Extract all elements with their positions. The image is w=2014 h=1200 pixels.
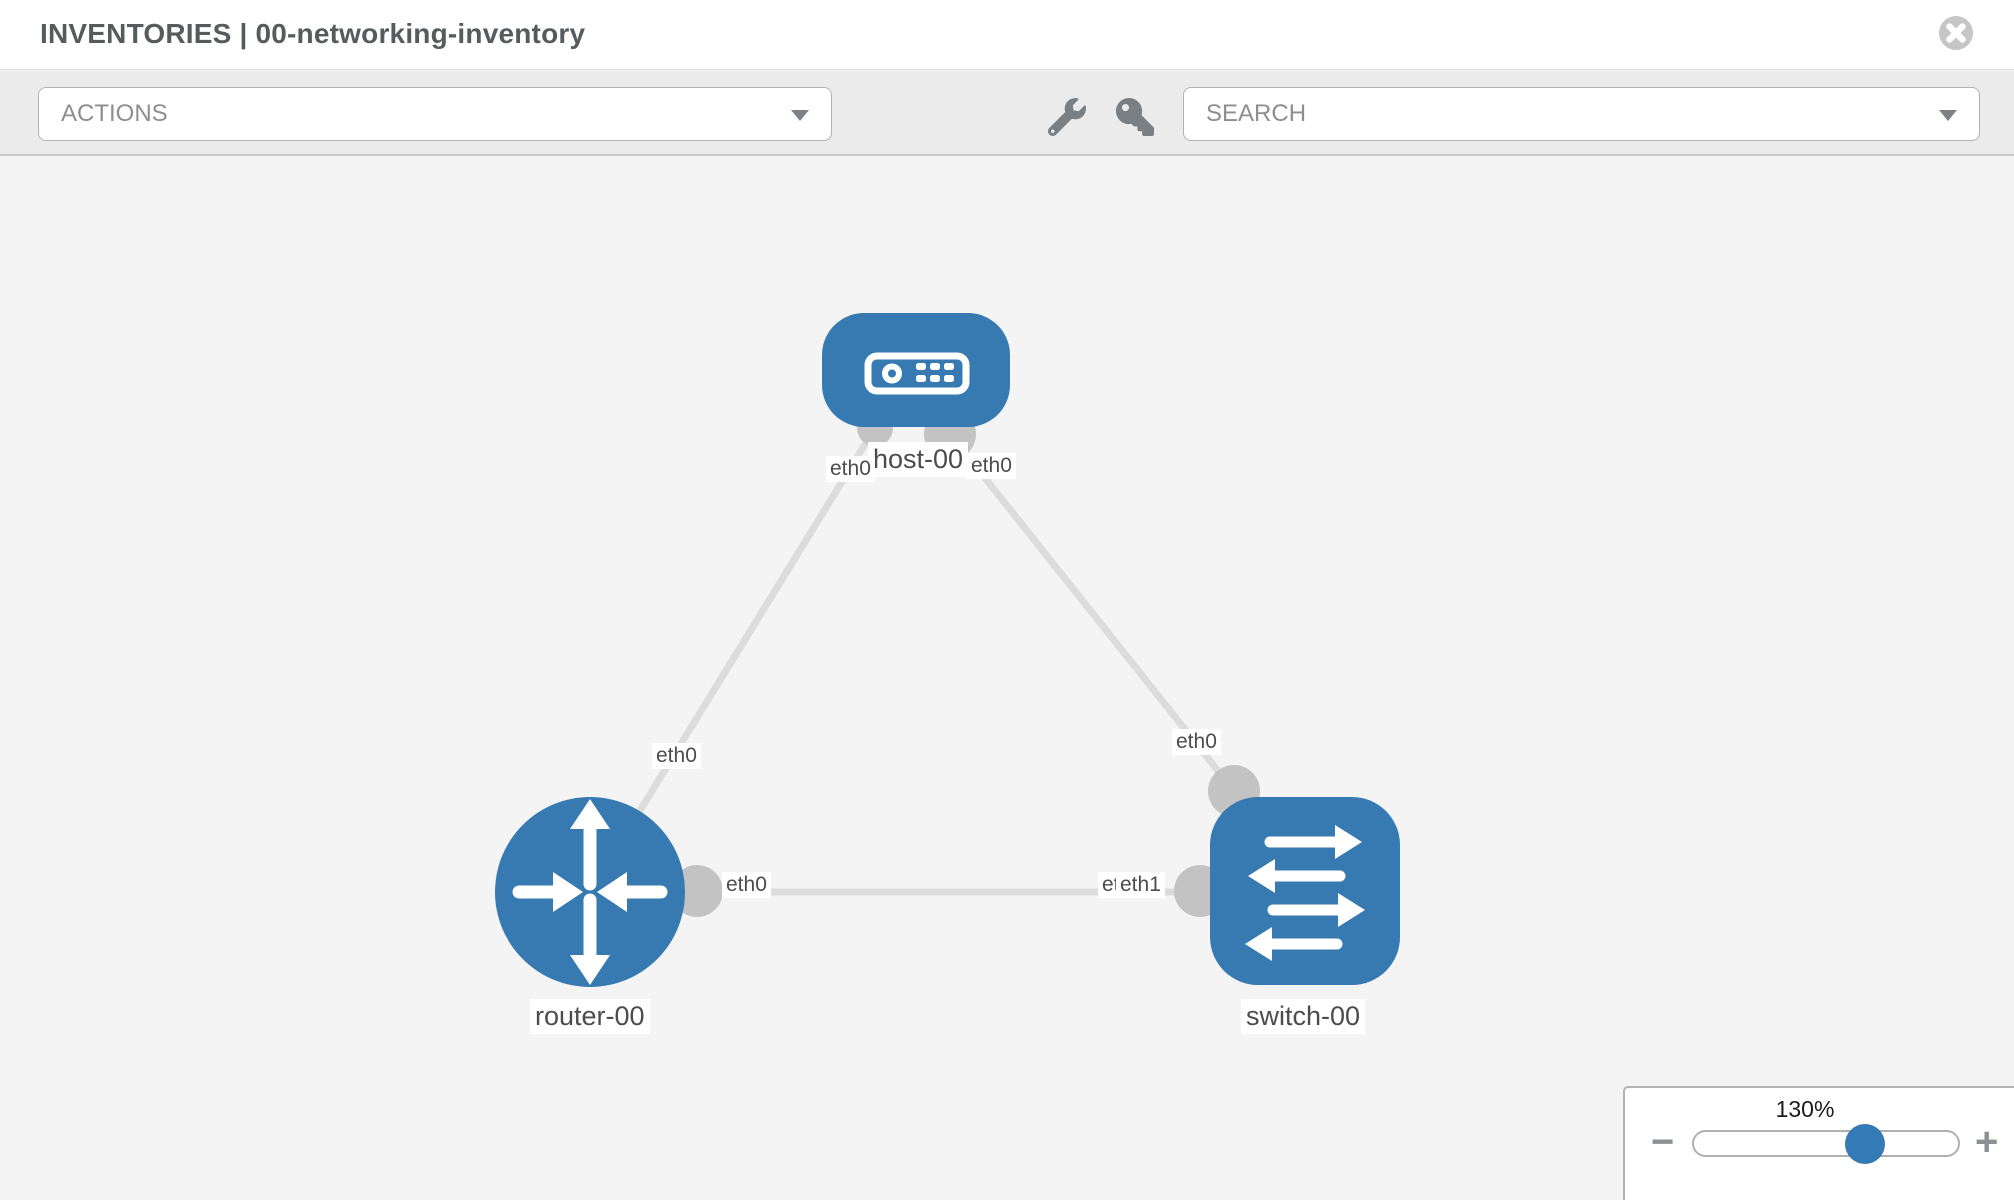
close-icon[interactable] — [1934, 11, 1978, 55]
key-icon[interactable] — [1116, 98, 1154, 136]
node-label-host: host-00 — [868, 442, 969, 477]
interface-label-router-to-switch: eth0 — [722, 872, 771, 898]
node-switch-00[interactable] — [1210, 797, 1400, 985]
panel-header: INVENTORIES | 00-networking-inventory — [0, 0, 2014, 70]
interface-label-host-to-switch: eth0 — [967, 453, 1016, 479]
minus-icon[interactable]: − — [1651, 1120, 1675, 1164]
plus-icon[interactable]: + — [1975, 1120, 1999, 1164]
caret-down-icon — [791, 110, 809, 121]
page-title: INVENTORIES | 00-networking-inventory — [40, 18, 586, 49]
interface-label-router-to-host: eth0 — [652, 743, 701, 769]
topology-canvas[interactable]: host-00 router-00 switch-00 eth0 eth0 et… — [0, 157, 2014, 1200]
zoom-level: 130% — [1775, 1096, 1835, 1122]
interface-label-switch-to-host: eth0 — [1172, 729, 1221, 755]
wrench-icon[interactable] — [1048, 98, 1086, 136]
switch-icon — [1245, 825, 1365, 961]
router-icon — [512, 799, 668, 985]
interface-label-switch-to-router: eth1 — [1116, 872, 1165, 898]
zoom-slider-thumb[interactable] — [1845, 1124, 1885, 1164]
toolbar: ACTIONS SEARCH — [0, 71, 2014, 156]
actions-dropdown-label: ACTIONS — [61, 100, 168, 127]
caret-down-icon — [1939, 110, 1957, 121]
actions-dropdown[interactable]: ACTIONS — [38, 87, 832, 141]
node-label-router: router-00 — [530, 999, 650, 1034]
search-dropdown[interactable]: SEARCH — [1183, 87, 1980, 141]
node-host-00[interactable] — [822, 313, 1010, 427]
node-router-00[interactable] — [495, 797, 685, 987]
zoom-control-panel: 130% − + — [1623, 1086, 2014, 1200]
server-icon — [864, 352, 970, 395]
zoom-slider-track[interactable] — [1692, 1130, 1960, 1157]
interface-label-host-to-router: eth0 — [826, 456, 875, 482]
node-label-switch: switch-00 — [1241, 999, 1366, 1034]
search-dropdown-label: SEARCH — [1206, 100, 1307, 127]
